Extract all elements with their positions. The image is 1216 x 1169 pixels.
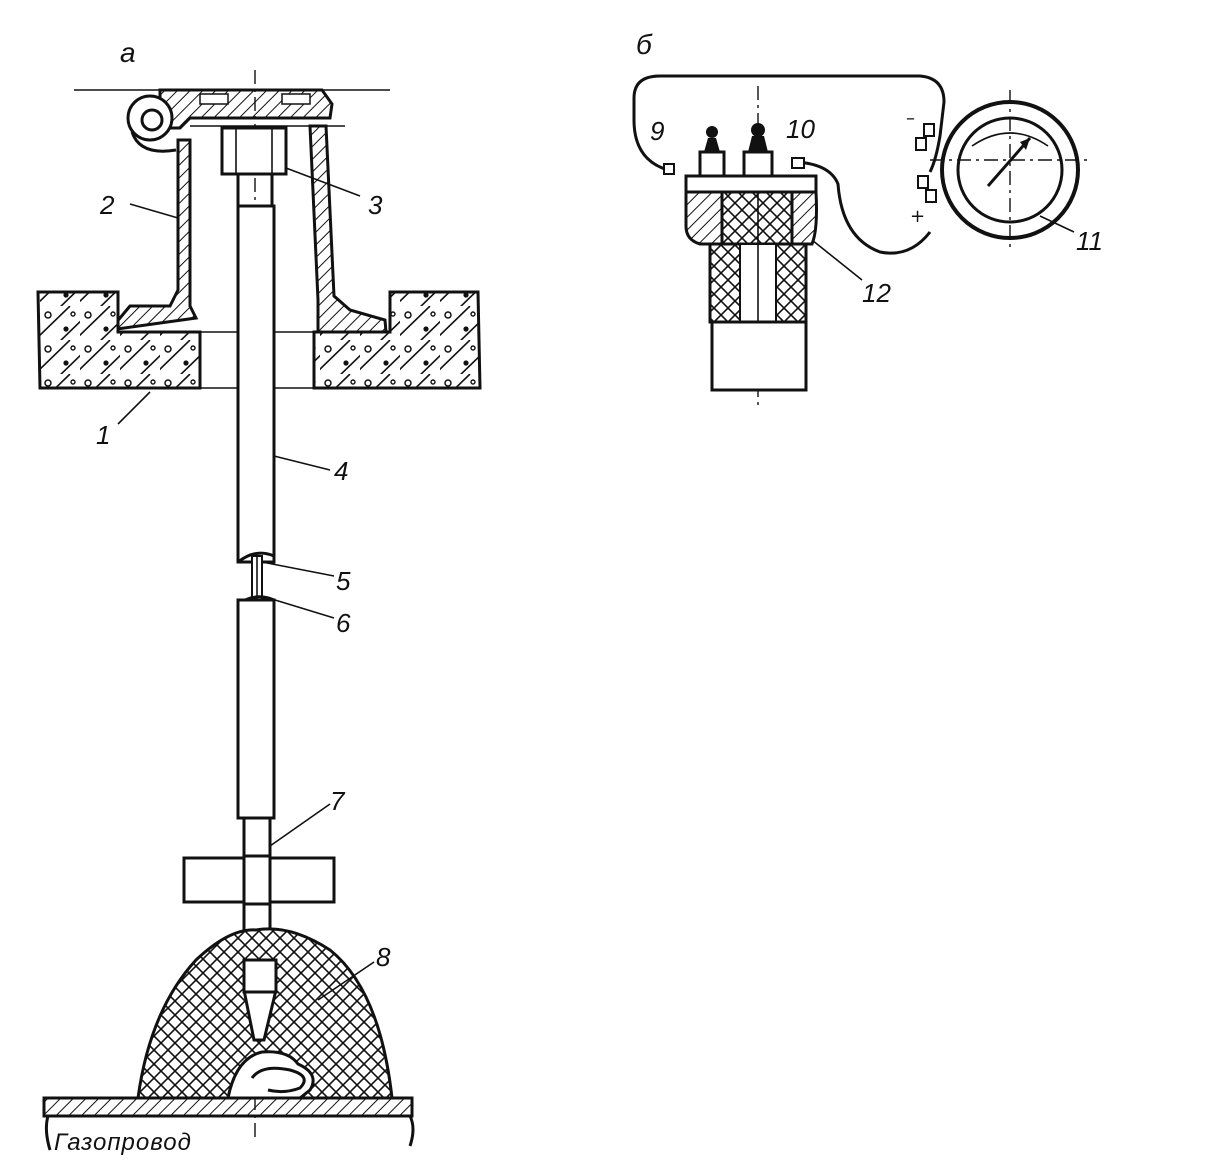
meter bbox=[915, 90, 1090, 250]
callout-9: 9 bbox=[650, 116, 664, 146]
shell-right bbox=[790, 190, 818, 246]
panel-b-label: б bbox=[636, 29, 653, 60]
shell-left bbox=[684, 190, 724, 246]
lower-pipe bbox=[236, 598, 276, 820]
meter-terminal-2 bbox=[915, 137, 927, 151]
pipe-end bbox=[710, 320, 808, 392]
insulated-core bbox=[720, 190, 794, 246]
callout-12: 12 bbox=[862, 278, 891, 308]
meter-scale bbox=[971, 132, 1049, 147]
callout-4: 4 bbox=[334, 456, 348, 486]
leader-12 bbox=[811, 239, 863, 281]
panel-b: б bbox=[632, 29, 1103, 406]
callout-1: 1 bbox=[96, 420, 110, 450]
pipeline-edge-right bbox=[408, 1115, 415, 1147]
leader-6 bbox=[261, 595, 335, 619]
meter-needle-tip bbox=[1020, 138, 1030, 150]
flange-pass bbox=[242, 854, 272, 906]
carpet-wall-left bbox=[106, 138, 199, 333]
pipeline-edge-left bbox=[44, 1115, 52, 1151]
callout-6: 6 bbox=[336, 608, 351, 638]
wire-9-to-meter bbox=[632, 74, 946, 173]
upper-pipe bbox=[236, 204, 276, 564]
hinge-lug bbox=[130, 131, 177, 153]
weld-loop bbox=[250, 1066, 306, 1094]
lid-slot-right bbox=[281, 93, 311, 105]
leader-8 bbox=[317, 961, 375, 1001]
pipeline-wall bbox=[42, 1096, 414, 1118]
wire-10-to-meter bbox=[795, 160, 932, 255]
lug-left bbox=[663, 163, 675, 175]
callout-8: 8 bbox=[376, 942, 391, 972]
leader-7 bbox=[269, 803, 331, 847]
meter-terminal-3 bbox=[917, 175, 929, 189]
callout-11: 11 bbox=[1076, 226, 1103, 256]
meter-terminal-4 bbox=[925, 189, 937, 203]
panel-a: а bbox=[36, 37, 482, 1156]
leader-2 bbox=[129, 203, 179, 219]
polarity-plus: + bbox=[910, 206, 925, 227]
callout-10: 10 bbox=[786, 114, 815, 144]
callout-7: 7 bbox=[330, 786, 346, 816]
terminal-9 bbox=[698, 126, 726, 178]
polarity-minus: – bbox=[906, 108, 915, 129]
leader-1 bbox=[117, 391, 151, 425]
weld-contact bbox=[226, 1050, 315, 1100]
panel-a-label: а bbox=[120, 37, 136, 68]
leader-4 bbox=[273, 455, 331, 471]
lead-collar bbox=[242, 958, 278, 994]
hinge-pin bbox=[140, 108, 164, 132]
leader-11 bbox=[1039, 215, 1075, 233]
callout-5: 5 bbox=[336, 566, 351, 596]
callout-2: 2 bbox=[99, 190, 115, 220]
callout-3: 3 bbox=[368, 190, 383, 220]
leader-5 bbox=[261, 561, 335, 577]
terminal-10 bbox=[742, 123, 774, 178]
upper-pipe-break bbox=[237, 551, 275, 564]
leader-3 bbox=[285, 167, 361, 197]
pipeline-caption: Газопровод bbox=[54, 1129, 192, 1156]
meter-terminal-1 bbox=[923, 123, 935, 137]
lug-right bbox=[791, 157, 805, 169]
carpet-wall-right bbox=[308, 124, 388, 334]
cap-nut bbox=[220, 126, 288, 176]
terminal-plate bbox=[684, 174, 818, 194]
lid-slot-left bbox=[199, 93, 229, 105]
